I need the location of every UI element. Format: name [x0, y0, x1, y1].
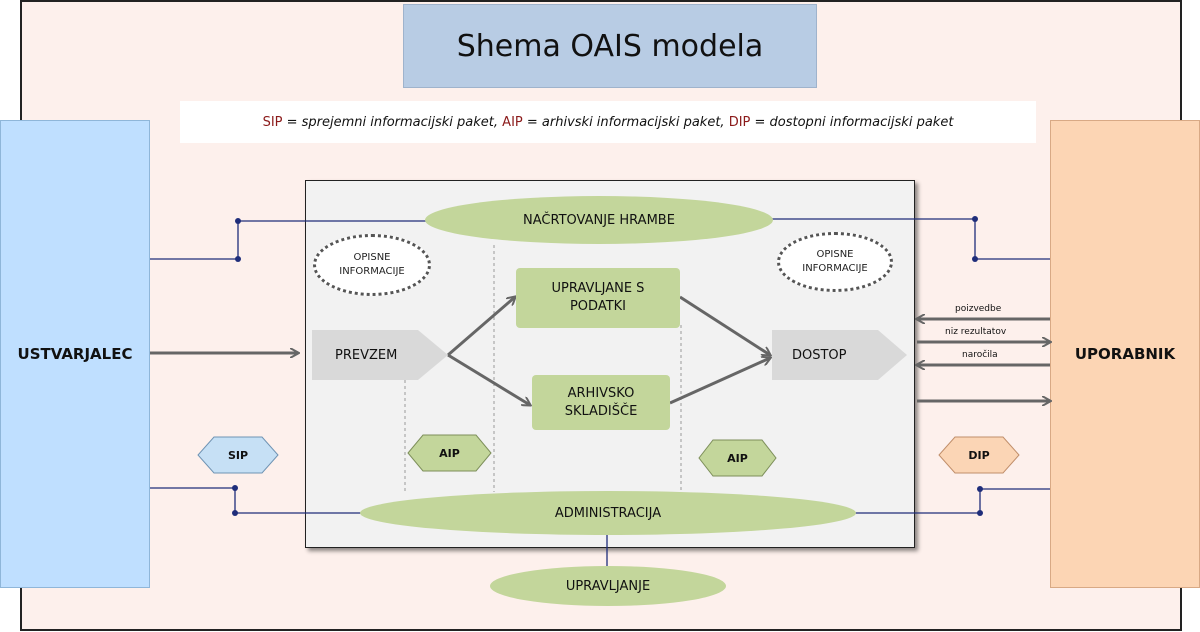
sip-label: SIP	[227, 448, 249, 462]
archival-storage-box: ARHIVSKO SKLADIŠČE	[532, 375, 670, 430]
aip-left-label: AIP	[439, 446, 460, 460]
legend-dip-abbr: DIP	[728, 114, 751, 130]
descriptive-info-left-line1: OPISNE	[353, 252, 391, 263]
arrow-storage-access	[669, 358, 770, 405]
archival-storage-label-line2: SKLADIŠČE	[564, 403, 638, 419]
preservation-planning: NAČRTOVANJE HRAMBE	[425, 196, 773, 244]
preservation-planning-label: NAČRTOVANJE HRAMBE	[523, 212, 675, 228]
sip-hexagon	[197, 436, 279, 474]
access-label: DOSTOP	[792, 347, 847, 363]
aip-right-hexagon	[698, 439, 777, 477]
data-management-box: UPRAVLJANE S PODATKI	[516, 268, 680, 328]
legend-aip-text: = arhivski informacijski paket,	[522, 114, 729, 130]
connector-producer-admin	[150, 487, 362, 514]
arrow-ingest-storage	[447, 353, 530, 405]
legend-sip-abbr: SIP	[262, 114, 283, 130]
legend-sip-text: = sprejemni informacijski paket,	[282, 114, 503, 130]
arrow-ingest-datamgmt	[447, 297, 515, 357]
descriptive-info-right: OPISNE INFORMACIJE	[777, 232, 893, 292]
queries-label: poizvedbe	[955, 304, 1002, 314]
producer-label: USTVARJALEC	[17, 345, 133, 363]
producer-box: USTVARJALEC	[0, 120, 150, 588]
descriptive-info-left-line2: INFORMACIJE	[339, 266, 405, 277]
legend: SIP = sprejemni informacijski paket, AIP…	[180, 101, 1036, 143]
management: UPRAVLJANJE	[490, 566, 726, 606]
consumer-box: UPORABNIK	[1050, 120, 1200, 588]
result-sets-label: niz rezultatov	[945, 327, 1007, 337]
aip-left-hexagon	[407, 434, 492, 472]
consumer-label: UPORABNIK	[1074, 345, 1176, 363]
ingest-chevron	[312, 330, 448, 380]
administration-label: ADMINISTRACIJA	[554, 505, 662, 521]
connector-producer-planning	[150, 220, 430, 260]
connector-admin-consumer	[855, 488, 1050, 514]
legend-dip-text: = dostopni informacijski paket	[750, 114, 954, 130]
data-management-label-line2: PODATKI	[569, 299, 627, 314]
management-label: UPRAVLJANJE	[565, 578, 651, 594]
legend-aip-abbr: AIP	[502, 114, 523, 130]
descriptive-info-left: OPISNE INFORMACIJE	[313, 234, 431, 296]
dip-hexagon	[938, 436, 1020, 474]
descriptive-info-right-line2: INFORMACIJE	[802, 263, 868, 274]
administration: ADMINISTRACIJA	[360, 491, 856, 535]
arrow-datamgmt-access	[679, 295, 770, 355]
archival-storage-label-line1: ARHIVSKO	[567, 385, 635, 401]
aip-right-label: AIP	[727, 451, 748, 465]
connector-planning-consumer	[770, 218, 1050, 260]
dip-label: DIP	[968, 448, 990, 462]
access-chevron	[772, 330, 907, 380]
data-management-label-line1: UPRAVLJANE S	[551, 281, 645, 296]
diagram-title: Shema OAIS modela	[403, 4, 817, 88]
orders-label: naročila	[962, 350, 998, 360]
ingest-label: PREVZEM	[335, 347, 398, 363]
descriptive-info-right-line1: OPISNE	[816, 249, 854, 260]
